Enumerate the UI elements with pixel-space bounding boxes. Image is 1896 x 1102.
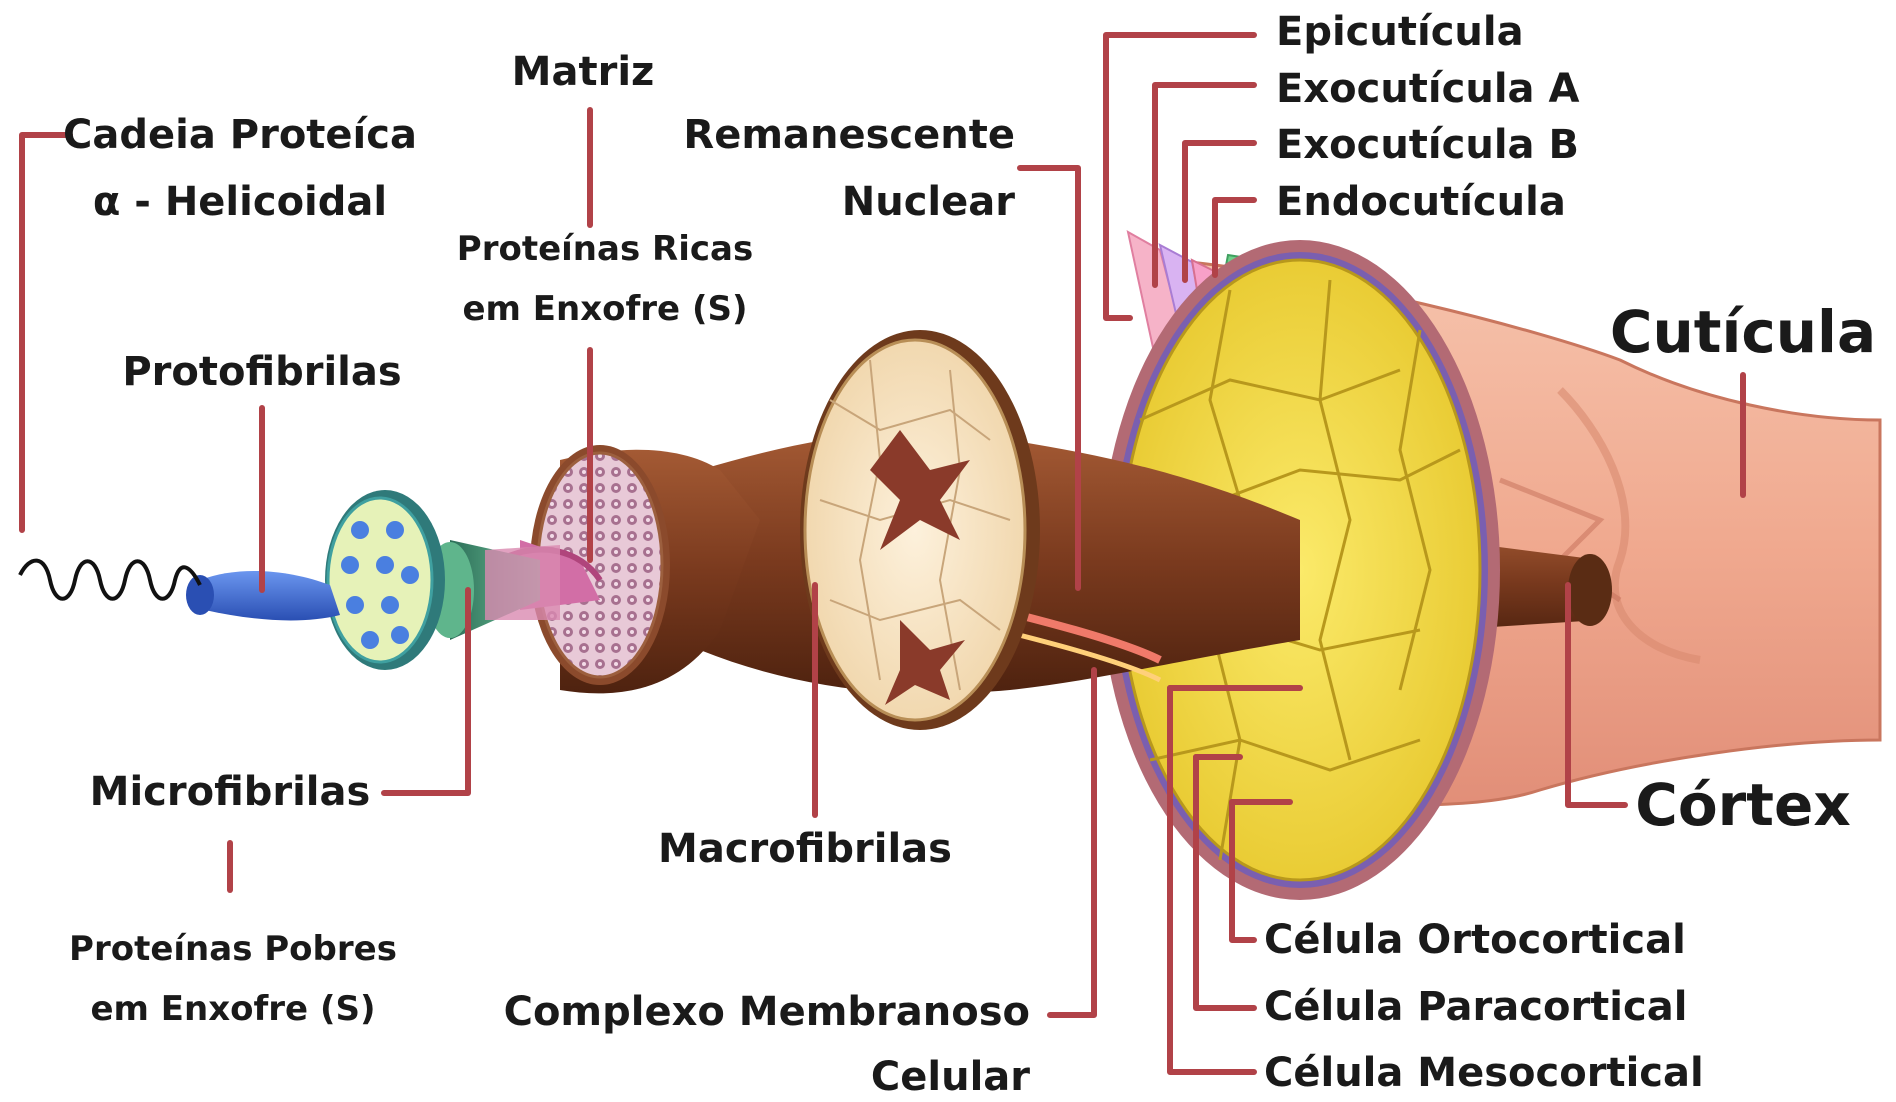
- label-proteinas-ricas-2: em Enxofre (S): [462, 289, 747, 329]
- label-epicuticula: Epicutícula: [1276, 9, 1524, 55]
- label-celular: Celular: [871, 1054, 1030, 1100]
- label-endocuticula: Endocutícula: [1276, 179, 1566, 225]
- leader-complexo: [1050, 670, 1094, 1015]
- alpha-helix-coil: [20, 561, 200, 599]
- label-cuticula: Cutícula: [1610, 298, 1876, 366]
- label-complexo-membranoso: Complexo Membranoso: [504, 989, 1030, 1035]
- label-exocuticula-b: Exocutícula B: [1276, 122, 1579, 168]
- label-celula-ortocortical: Célula Ortocortical: [1264, 917, 1686, 963]
- label-exocuticula-a: Exocutícula A: [1276, 66, 1579, 112]
- label-microfibrilas: Microfibrilas: [90, 769, 371, 815]
- protofibril-disk: [325, 490, 445, 670]
- label-macrofibrilas: Macrofibrilas: [658, 826, 952, 872]
- label-nuclear: Nuclear: [842, 179, 1015, 225]
- label-celula-mesocortical: Célula Mesocortical: [1264, 1050, 1704, 1096]
- label-proteinas-pobres-2: em Enxofre (S): [90, 989, 375, 1029]
- label-celula-paracortical: Célula Paracortical: [1264, 984, 1687, 1030]
- macrofibril-cross-section: [800, 330, 1040, 730]
- label-matriz: Matriz: [512, 49, 655, 95]
- leader-cadeia: [22, 135, 70, 530]
- label-cadeia-proteica: Cadeia Proteíca: [63, 112, 417, 158]
- label-proteinas-pobres-1: Proteínas Pobres: [69, 929, 397, 969]
- label-alpha-helicoidal: α - Helicoidal: [93, 179, 387, 225]
- label-remanescente: Remanescente: [683, 112, 1015, 158]
- label-cortex: Córtex: [1635, 771, 1851, 839]
- label-protofibrilas: Protofibrilas: [122, 349, 401, 395]
- label-proteinas-ricas-1: Proteínas Ricas: [457, 229, 753, 269]
